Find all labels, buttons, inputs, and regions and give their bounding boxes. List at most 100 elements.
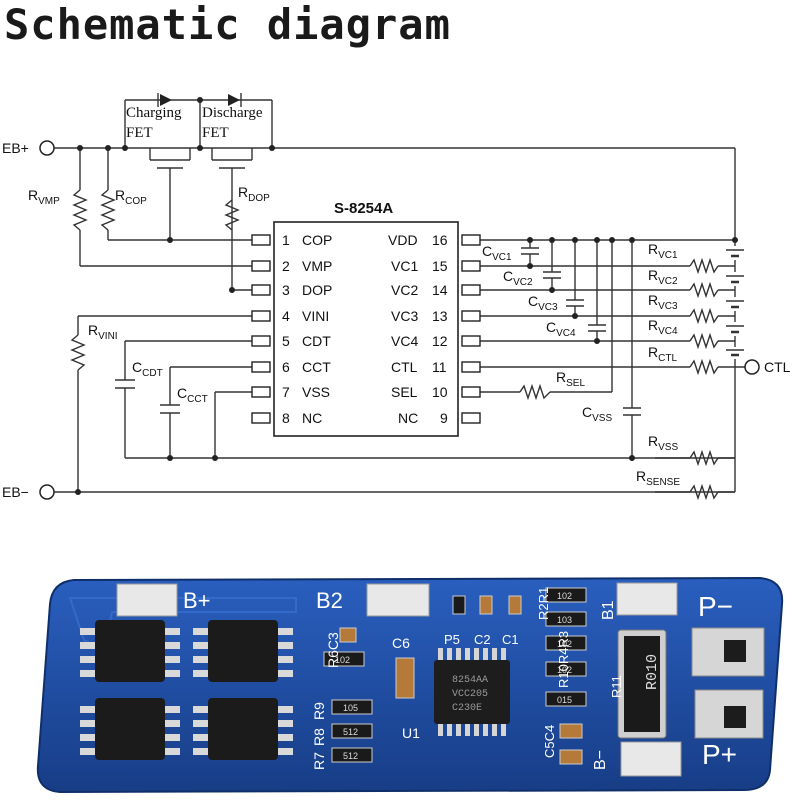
battery-stack — [726, 246, 744, 359]
pin-number: 6 — [282, 359, 290, 375]
label-main: C — [582, 404, 592, 420]
pin-name: VC2 — [391, 282, 418, 298]
svg-text:RDOP: RDOP — [238, 184, 270, 204]
svg-text:RVC3: RVC3 — [648, 292, 678, 312]
resistor-rvss — [689, 449, 719, 467]
chip-part-number: S-8254A — [334, 200, 393, 217]
label-main: C — [177, 385, 187, 401]
label-main: R — [648, 317, 658, 333]
eb-plus-label: EB+ — [2, 140, 29, 156]
refdes: R9 — [311, 702, 327, 720]
label-main: C — [546, 319, 556, 335]
smd-marking: 015 — [557, 695, 572, 705]
label-sub: VMP — [38, 196, 60, 207]
label-sub: VSS — [592, 413, 612, 424]
pin-number: 14 — [432, 282, 448, 298]
refdes: P5 — [444, 632, 460, 647]
svg-text:CVC4: CVC4 — [546, 319, 576, 339]
svg-text:RVC1: RVC1 — [648, 241, 678, 261]
discharge-diode-icon — [228, 94, 240, 106]
silk-b-plus: B+ — [183, 588, 211, 613]
ctl-label: CTL — [764, 359, 791, 375]
svg-text:CVC3: CVC3 — [528, 293, 558, 313]
svg-text:CVC2: CVC2 — [503, 268, 533, 288]
svg-text:RVC4: RVC4 — [648, 317, 678, 337]
smd-marking: 512 — [343, 727, 358, 737]
smd-marking: 103 — [557, 615, 572, 625]
pad-p-minus-block — [691, 627, 765, 677]
silk-p-minus: P− — [698, 591, 733, 622]
svg-text:RSEL: RSEL — [556, 369, 585, 389]
svg-text:CVSS: CVSS — [582, 404, 612, 424]
pin-name: VC4 — [391, 333, 418, 349]
smd-marking: 102 — [557, 591, 572, 601]
label-sub: SENSE — [646, 477, 680, 488]
svg-text:CCDT: CCDT — [132, 359, 163, 379]
resistors — [70, 189, 719, 501]
page-title: Schematic diagram — [4, 0, 451, 49]
refdes: R2R1 — [536, 587, 551, 620]
pin-number: 3 — [282, 282, 290, 298]
silk-b-minus: B− — [592, 750, 609, 770]
label-main: R — [648, 241, 658, 257]
label-sub: VSS — [658, 442, 678, 453]
svg-text:RVINI: RVINI — [88, 322, 118, 342]
refdes: R7 — [311, 752, 327, 770]
label-main: R — [28, 187, 38, 203]
pin-number: 1 — [282, 232, 290, 248]
label-sub: SEL — [566, 378, 585, 389]
label-sub: CCT — [187, 394, 208, 405]
resistor-rvmp — [72, 189, 88, 231]
pin-name: VC3 — [391, 308, 418, 324]
svg-text:RCTL: RCTL — [648, 344, 677, 364]
pin-number: 2 — [282, 258, 290, 274]
pin-number: 10 — [432, 384, 448, 400]
shunt-resistor — [617, 629, 667, 739]
label-main: R — [636, 468, 646, 484]
capacitors — [115, 247, 641, 416]
pin-number: 5 — [282, 333, 290, 349]
pin-name: VMP — [302, 258, 332, 274]
pin-name: NC — [398, 410, 418, 426]
refdes: R10R4R3 — [556, 631, 571, 688]
charging-fet-label: Charging — [126, 105, 182, 121]
pin-number: 4 — [282, 308, 290, 324]
pad-b-minus — [620, 741, 682, 777]
schematic-diagram: S-8254A 1 COP 2 VMP 3 DOP 4 VINI 5 CDT 6… — [2, 93, 791, 501]
pin-name: NC — [302, 410, 322, 426]
pad-p-plus-block — [694, 689, 764, 739]
svg-text:RSENSE: RSENSE — [636, 468, 680, 488]
label-sub: VC2 — [513, 277, 533, 288]
chip-body — [273, 221, 459, 437]
label-sub: CDT — [142, 368, 163, 379]
label-sub: VC3 — [658, 301, 678, 312]
pin-name: COP — [302, 232, 332, 248]
label-sub: COP — [125, 196, 147, 207]
resistor-rcop — [100, 189, 116, 231]
pin-name: DOP — [302, 282, 332, 298]
silk-b1: B1 — [600, 600, 617, 620]
resistor-rsel — [519, 383, 551, 401]
refdes: R6C3 — [325, 632, 341, 668]
silk-b2: B2 — [316, 588, 343, 613]
svg-text:RVSS: RVSS — [648, 433, 678, 453]
pad-b-plus — [116, 583, 178, 617]
svg-text:CVC1: CVC1 — [482, 243, 512, 263]
pin-number: 12 — [432, 333, 448, 349]
shunt-marking: R010 — [644, 654, 661, 690]
smd-marking: 102 — [335, 655, 350, 665]
resistor-rvc4 — [689, 332, 719, 350]
pin-number: 13 — [432, 308, 448, 324]
label-main: C — [132, 359, 142, 375]
label-sub: VINI — [98, 331, 117, 342]
pin-number: 8 — [282, 410, 290, 426]
refdes: U1 — [402, 725, 420, 741]
smd-marking: 512 — [343, 751, 358, 761]
smd-marking: 102 — [557, 665, 572, 675]
chip-left-pins: 1 COP 2 VMP 3 DOP 4 VINI 5 CDT 6 CCT 7 V… — [282, 232, 332, 426]
silk-p-plus: P+ — [702, 739, 737, 770]
label-main: R — [238, 184, 248, 200]
resistor-rvc2 — [689, 281, 719, 299]
mosfet-leads — [80, 628, 293, 755]
refdes: R11 — [609, 675, 624, 698]
